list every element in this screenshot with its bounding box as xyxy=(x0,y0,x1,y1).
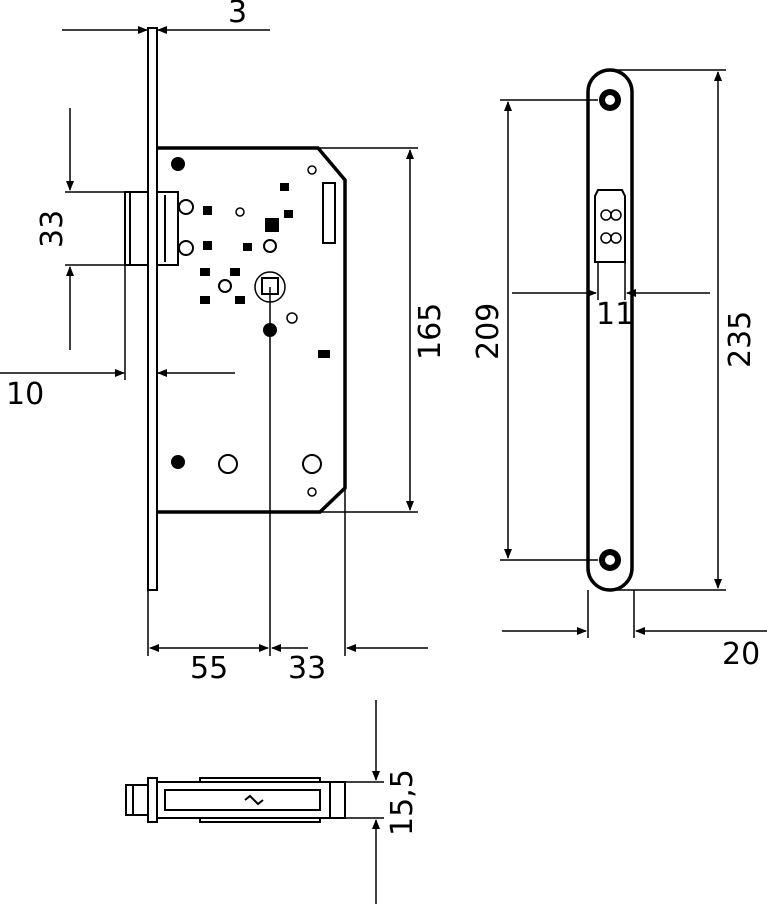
top-dimensions: 15,5 xyxy=(345,700,420,904)
dim-latch-projection: 10 xyxy=(6,377,44,412)
front-view xyxy=(124,27,347,591)
dim-case-height: 165 xyxy=(413,303,448,360)
dim-case-depth: 15,5 xyxy=(385,769,420,836)
dim-faceplate-length: 235 xyxy=(723,311,758,368)
front-dimensions: 3 33 10 165 55 33 xyxy=(0,0,448,686)
top-faceplate xyxy=(147,777,158,823)
dim-backset: 55 xyxy=(190,651,228,686)
dim-latch-height: 33 xyxy=(35,210,70,248)
top-view xyxy=(125,777,346,823)
dim-faceplate-width: 20 xyxy=(722,637,760,672)
top-case xyxy=(156,781,346,819)
latch-bolt xyxy=(124,191,179,266)
lock-case xyxy=(157,146,347,514)
dim-faceplate-thickness: 3 xyxy=(228,0,247,30)
dim-screw-spacing: 209 xyxy=(471,303,506,360)
front-faceplate xyxy=(147,27,158,591)
latch-opening xyxy=(594,189,626,263)
top-latch xyxy=(125,784,148,816)
faceplate-dimensions: 209 235 11 20 xyxy=(471,69,767,672)
dim-faceplate-inner-width: 11 xyxy=(596,297,634,332)
dim-follower-keyhole: 33 xyxy=(288,651,326,686)
